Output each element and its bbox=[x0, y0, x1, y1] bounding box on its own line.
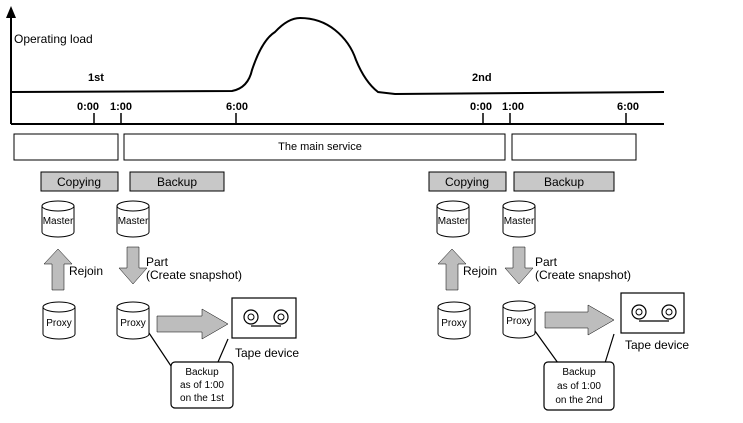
callout-line3: on the 2nd bbox=[555, 395, 602, 406]
tape-device-label: Tape device bbox=[235, 346, 299, 360]
callout-line1: Backup bbox=[185, 367, 219, 378]
service-timeline: The main service bbox=[13, 133, 637, 161]
callout-pointer bbox=[148, 332, 172, 367]
tape-device-icon bbox=[231, 297, 297, 339]
copying-box bbox=[40, 171, 119, 192]
svg-text:Proxy: Proxy bbox=[506, 316, 532, 327]
backup-label: Backup bbox=[544, 175, 584, 189]
transfer-arrow-icon bbox=[544, 304, 615, 336]
rejoin-arrow-icon bbox=[437, 248, 467, 291]
rejoin-label: Rejoin bbox=[69, 264, 103, 278]
copying-box bbox=[428, 171, 507, 192]
day-label-1st: 1st bbox=[88, 72, 104, 84]
time-label-0100-1st: 1:00 bbox=[110, 101, 132, 113]
master-database-icon: Master bbox=[41, 200, 75, 238]
time-label-0000-1st: 0:00 bbox=[77, 101, 99, 113]
master-database-icon: Master bbox=[116, 200, 150, 238]
time-label-0600-2nd: 6:00 bbox=[617, 101, 639, 113]
svg-text:Master: Master bbox=[504, 216, 535, 227]
rejoin-arrow-icon bbox=[43, 248, 73, 291]
timeline-box-post bbox=[511, 133, 637, 161]
callout-pointer bbox=[534, 330, 559, 364]
time-label-0100-2nd: 1:00 bbox=[502, 101, 524, 113]
backup-box bbox=[129, 171, 225, 192]
callout-pointer bbox=[217, 338, 229, 363]
svg-text:Proxy: Proxy bbox=[120, 318, 146, 329]
transfer-arrow-icon bbox=[156, 308, 229, 340]
y-axis-arrowhead bbox=[6, 6, 16, 18]
part-arrow-icon bbox=[504, 246, 534, 285]
part-label-sub: (Create snapshot) bbox=[535, 268, 631, 282]
part-label: Part bbox=[535, 255, 558, 269]
svg-text:Proxy: Proxy bbox=[441, 318, 467, 329]
callout-pointer bbox=[604, 333, 615, 364]
backup-label: Backup bbox=[157, 175, 197, 189]
master-database-icon: Master bbox=[436, 200, 470, 238]
proxy-database-icon: Proxy bbox=[502, 300, 536, 339]
timeline-box-pre bbox=[13, 133, 119, 161]
part-label-sub: (Create snapshot) bbox=[146, 268, 242, 282]
tape-device-icon bbox=[620, 292, 685, 334]
proxy-database-icon: Proxy bbox=[116, 301, 150, 340]
master-database-icon: Master bbox=[502, 200, 536, 238]
proxy-database-icon: Proxy bbox=[437, 301, 471, 340]
y-axis-label: Operating load bbox=[14, 32, 93, 46]
callout-line1: Backup bbox=[562, 367, 596, 378]
proxy-database-icon: Proxy bbox=[42, 301, 76, 340]
copying-label: Copying bbox=[445, 175, 489, 189]
callout-line2: as of 1:00 bbox=[557, 381, 601, 392]
rejoin-label: Rejoin bbox=[463, 264, 497, 278]
group-second: Copying Backup Master Master Rejoin Part… bbox=[428, 171, 689, 411]
tape-device-label: Tape device bbox=[625, 338, 689, 352]
svg-text:Master: Master bbox=[118, 216, 149, 227]
part-label: Part bbox=[146, 255, 169, 269]
main-service-label: The main service bbox=[278, 141, 362, 153]
load-chart: Operating load 1st 2nd 0:00 1:00 6:00 0:… bbox=[6, 6, 665, 125]
callout-line3: on the 1st bbox=[180, 393, 224, 404]
part-arrow-icon bbox=[118, 246, 148, 285]
backup-box bbox=[513, 171, 615, 192]
backup-callout-box bbox=[543, 361, 615, 411]
svg-text:Master: Master bbox=[438, 216, 469, 227]
backup-callout-box bbox=[170, 361, 234, 409]
copying-label: Copying bbox=[57, 175, 101, 189]
callout-line2: as of 1:00 bbox=[180, 380, 224, 391]
time-label-0000-2nd: 0:00 bbox=[470, 101, 492, 113]
load-curve bbox=[10, 16, 665, 96]
day-label-2nd: 2nd bbox=[472, 72, 492, 84]
time-label-0600-1st: 6:00 bbox=[226, 101, 248, 113]
svg-text:Master: Master bbox=[43, 216, 74, 227]
group-first: Copying Backup Master Master Rejoin Part… bbox=[40, 171, 299, 409]
timeline-box-main-service bbox=[123, 133, 506, 161]
svg-text:Proxy: Proxy bbox=[46, 318, 72, 329]
